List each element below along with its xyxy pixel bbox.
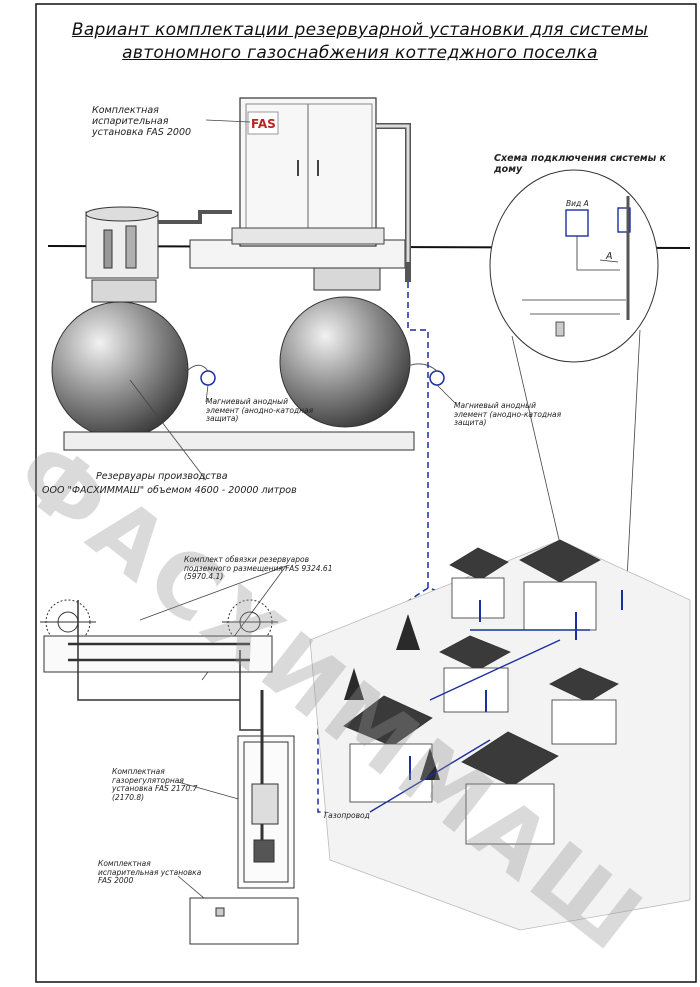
cottage-houses: [309, 539, 691, 931]
label-gas-pipe: Газопровод: [324, 811, 370, 820]
label-reducer: Комплектная газорегуляторная установка F…: [112, 767, 198, 802]
label-reservoirs-line1: Резервуары производства: [96, 471, 228, 482]
valve-box: [85, 206, 232, 279]
tank-foundation: [63, 431, 415, 451]
plan-view-tanks: [40, 599, 278, 731]
fas-logo: FAS: [247, 111, 279, 135]
sheet-frame: [35, 3, 697, 983]
label-arrow-a: А: [606, 251, 613, 262]
tank-neck-right: [313, 267, 381, 291]
plan-view-regulator: [189, 690, 299, 945]
tank-neck-left: [91, 279, 157, 303]
svg-text:FAS: FAS: [251, 117, 276, 131]
label-anode-left: Магниевый анодный элемент (анодно-катодн…: [206, 397, 314, 424]
page-title-line2: автономного газоснабжения коттеджного по…: [122, 43, 598, 63]
label-reservoirs-line2: ООО "ФАСХИММАШ" объемом 4600 - 20000 лит…: [42, 485, 297, 496]
anode-right: [429, 370, 445, 386]
anode-left: [200, 370, 216, 386]
label-scheme-title: Схема подключения системы к дому: [494, 153, 667, 175]
gas-pipeline: [407, 282, 491, 607]
leader-lines: [129, 119, 457, 911]
page-title-line1: Вариант комплектации резервуарной устано…: [71, 20, 649, 40]
tank-right: [279, 296, 411, 428]
label-view-a: Вид А: [566, 199, 589, 208]
tank-left: [51, 301, 189, 439]
label-anode-right: Магниевый анодный элемент (анодно-катодн…: [454, 401, 562, 428]
label-piping-kit: Комплект обвязки резервуаров подземного …: [184, 555, 333, 582]
connection-scheme: [522, 196, 631, 337]
label-evaporator-bottom: Комплектная испарительная установка FAS …: [98, 859, 202, 886]
label-evaporator-top: Комплектная испарительная установка FAS …: [92, 105, 192, 138]
